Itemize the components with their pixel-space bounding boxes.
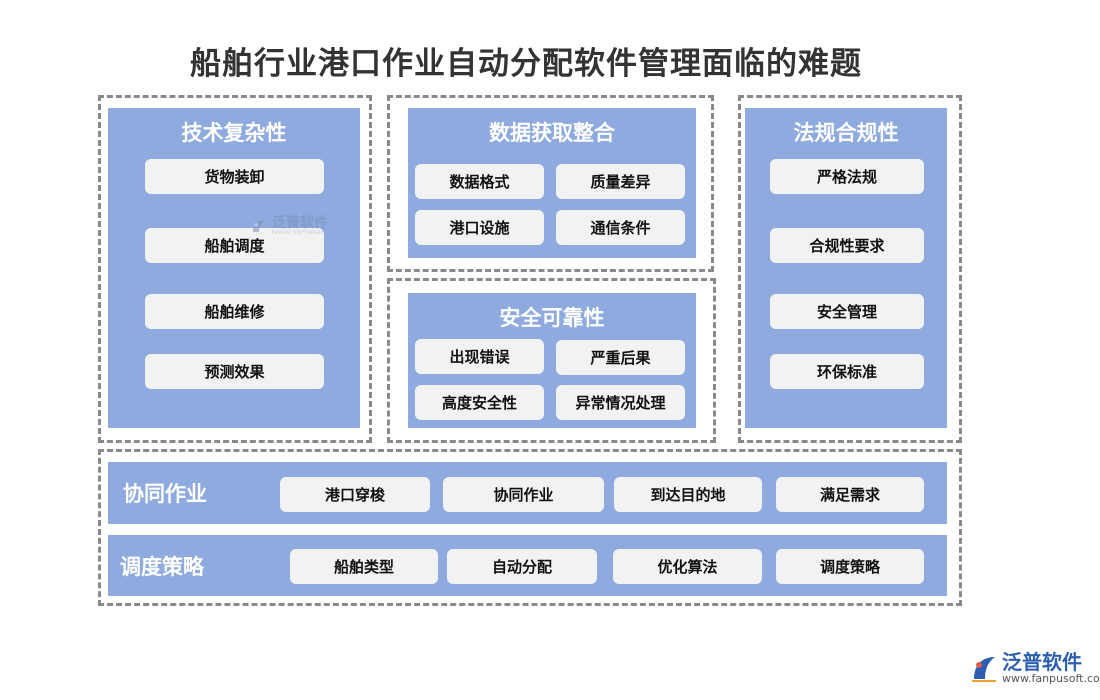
data-item: 质量差异 (556, 164, 685, 199)
tech-item: 预测效果 (145, 354, 324, 389)
brand-logo-name: 泛普软件 (1002, 650, 1082, 674)
data-panel-title: 数据获取整合 (489, 121, 615, 145)
safety-item: 异常情况处理 (556, 385, 685, 420)
collab-item: 协同作业 (443, 477, 604, 512)
collab-item: 到达目的地 (614, 477, 762, 512)
sched-item: 船舶类型 (290, 549, 438, 584)
law-dashed-frame (738, 95, 962, 443)
data-item: 数据格式 (415, 164, 544, 199)
watermark-sub: FANPU SOFTWARE (272, 230, 325, 236)
sched-item: 优化算法 (613, 549, 762, 584)
watermark-name: 泛普软件 (272, 215, 328, 231)
collab-row-title: 协同作业 (123, 482, 207, 506)
tech-item: 船舶维修 (145, 294, 324, 329)
law-item: 合规性要求 (770, 228, 924, 263)
safety-item: 高度安全性 (415, 385, 544, 420)
data-item: 通信条件 (556, 210, 685, 245)
watermark: 泛普软件 FANPU SOFTWARE (250, 216, 328, 236)
collab-item: 满足需求 (776, 477, 924, 512)
law-item: 严格法规 (770, 159, 924, 194)
tech-dashed-frame (98, 95, 372, 443)
collab-item: 港口穿梭 (280, 477, 430, 512)
safety-dashed-frame (387, 278, 716, 443)
page-title: 船舶行业港口作业自动分配软件管理面临的难题 (190, 46, 862, 82)
law-item: 安全管理 (770, 294, 924, 329)
fanpu-logo-icon (253, 220, 265, 232)
sched-item: 自动分配 (447, 549, 597, 584)
sched-item: 调度策略 (776, 549, 924, 584)
fanpu-logo-icon (972, 656, 996, 682)
data-dashed-frame (387, 95, 714, 272)
brand-logo-url: www.fanpusoft.com (1002, 672, 1100, 685)
tech-panel-title: 技术复杂性 (181, 121, 287, 145)
safety-item: 严重后果 (556, 340, 685, 375)
law-panel-title: 法规合规性 (793, 121, 899, 145)
tech-item: 船舶调度 (145, 228, 324, 263)
tech-item: 货物装卸 (145, 159, 324, 194)
sched-row-title: 调度策略 (120, 554, 204, 579)
safety-panel-title: 安全可靠性 (499, 306, 605, 330)
brand-logo: 泛普软件 www.fanpusoft.com (970, 651, 1100, 684)
data-item: 港口设施 (415, 210, 544, 245)
safety-item: 出现错误 (415, 339, 544, 374)
law-item: 环保标准 (770, 354, 924, 389)
bottom-dashed-frame (98, 449, 962, 606)
